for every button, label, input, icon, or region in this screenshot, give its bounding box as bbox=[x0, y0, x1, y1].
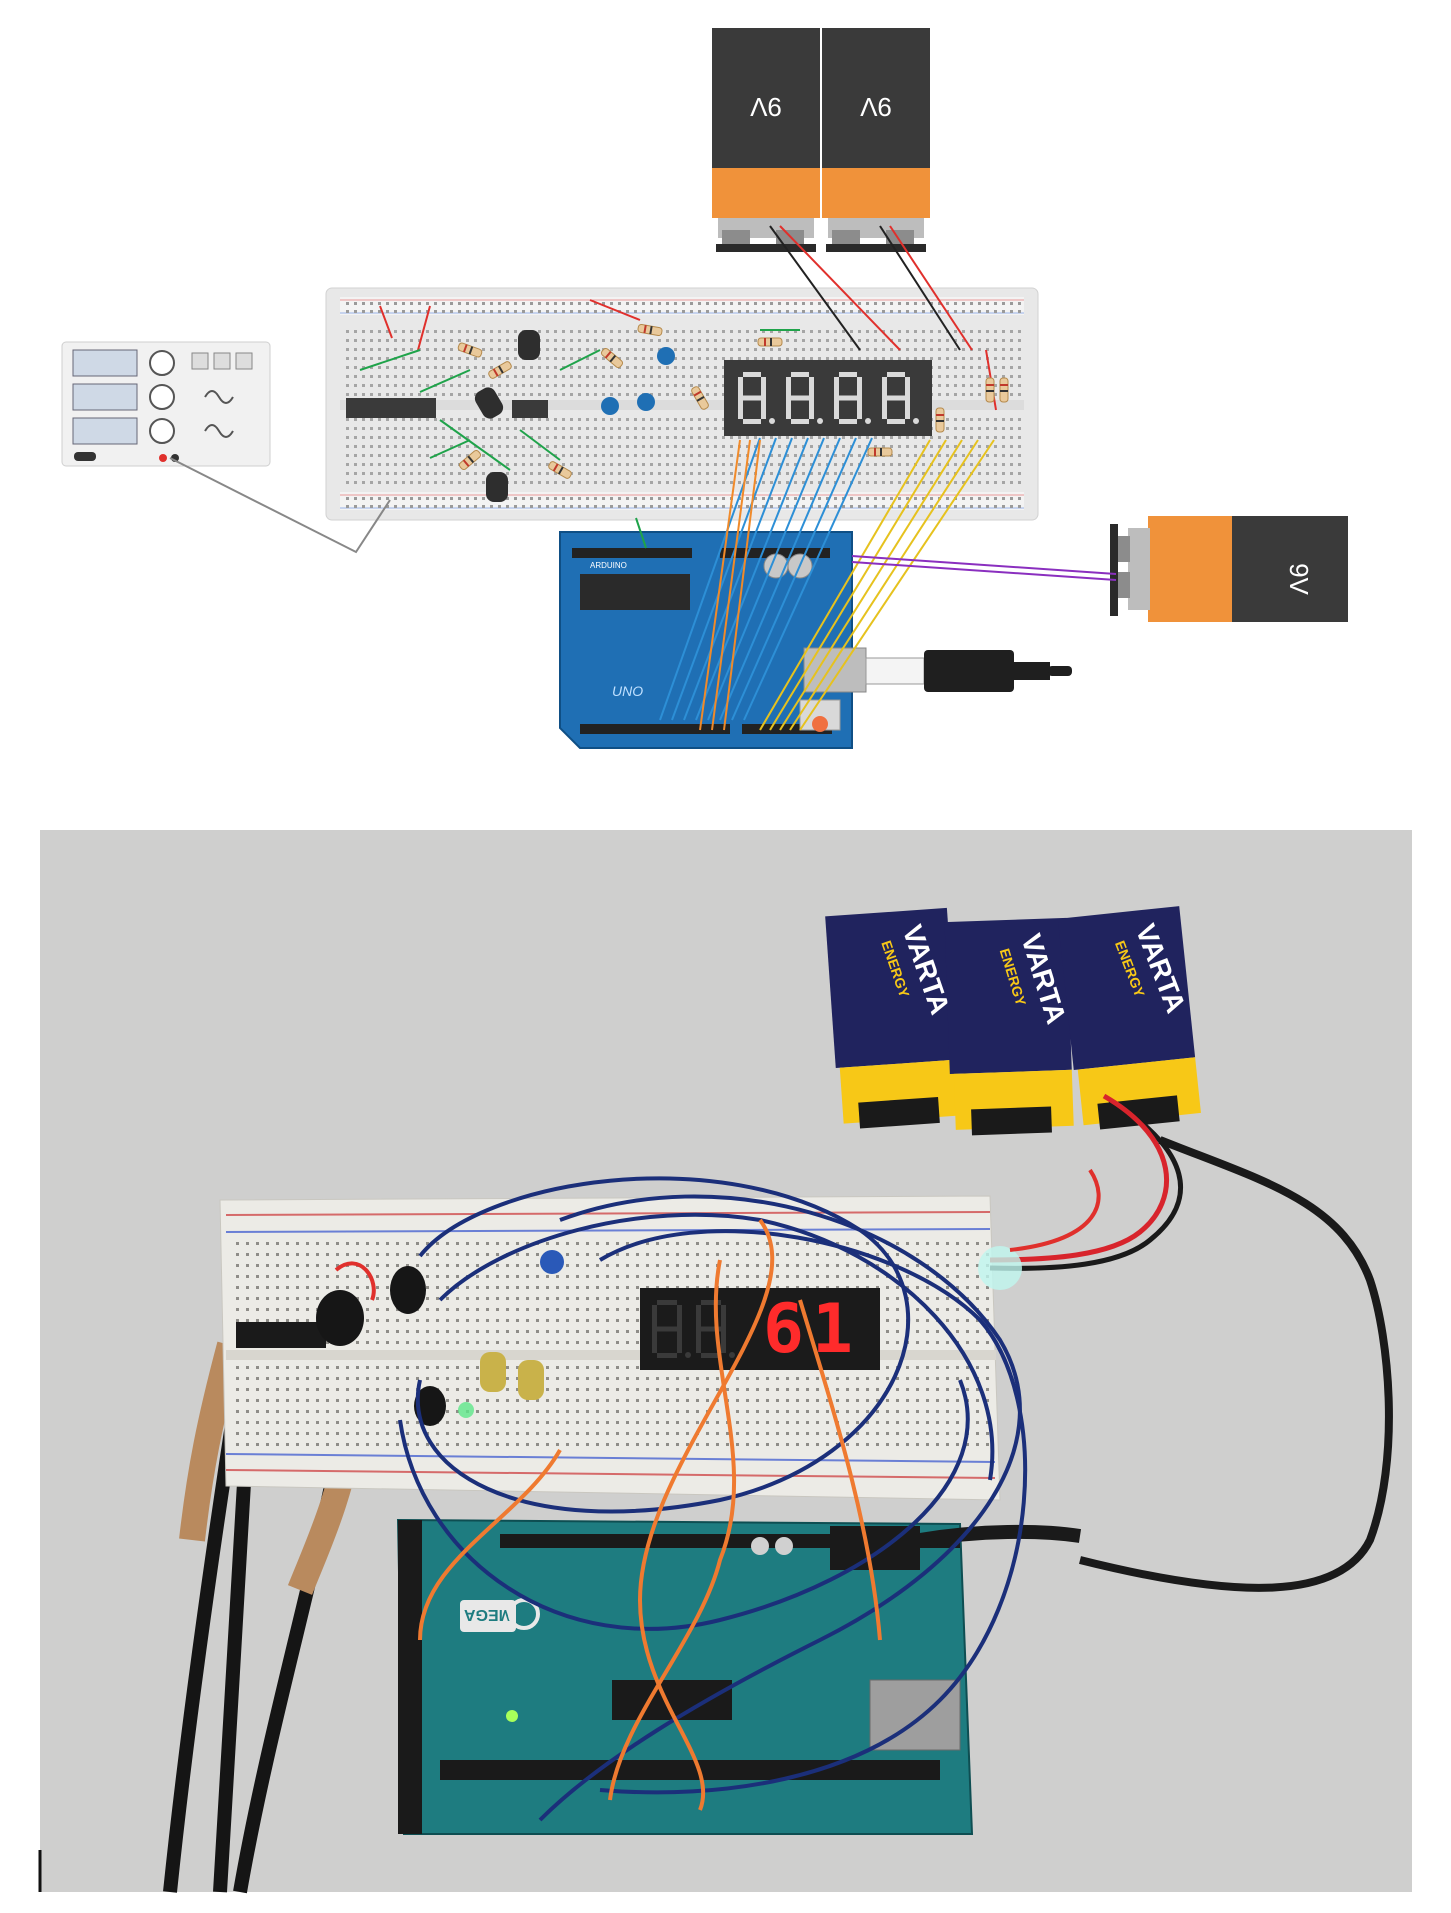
wire bbox=[169, 457, 391, 554]
battery-cable bbox=[989, 1093, 1393, 1592]
arduino-header-text: ARDUINO bbox=[590, 561, 627, 570]
battery-label: 9V bbox=[1284, 563, 1314, 595]
resistor bbox=[548, 461, 572, 479]
battery-9v-top-left: 9V bbox=[712, 28, 820, 252]
wire bbox=[719, 437, 841, 721]
wire bbox=[707, 437, 825, 721]
ic-chip-1 bbox=[346, 398, 436, 418]
jumper-wire-blue bbox=[538, 1194, 1022, 1822]
wire bbox=[851, 555, 1117, 575]
wire bbox=[743, 437, 873, 721]
resistor bbox=[458, 449, 482, 471]
seven-segment-digit bbox=[882, 372, 919, 424]
simulation-wires bbox=[169, 225, 1117, 731]
electrolytic-capacitors bbox=[474, 330, 540, 502]
resistor bbox=[985, 377, 995, 403]
wire bbox=[419, 369, 471, 393]
simulation-resistors bbox=[457, 323, 1009, 479]
battery-9v-top-right: 9V bbox=[822, 28, 930, 252]
mega-label: MEGA bbox=[464, 1606, 512, 1623]
resistor bbox=[757, 337, 783, 347]
battery-label: 9V bbox=[749, 92, 781, 122]
jumper-wire-blue bbox=[598, 1229, 1028, 1795]
wire bbox=[769, 439, 947, 731]
jumper-wire-orange bbox=[418, 1449, 562, 1641]
ceramic-capacitors bbox=[601, 347, 675, 415]
photo-components bbox=[236, 1246, 1022, 1722]
wire bbox=[769, 225, 861, 351]
wire bbox=[439, 419, 511, 471]
photo-seven-segment: 61 bbox=[640, 1288, 880, 1370]
wire bbox=[417, 305, 431, 351]
resistor bbox=[691, 386, 709, 410]
seven-segment-digit bbox=[834, 372, 871, 424]
resistor bbox=[488, 361, 512, 379]
resistor bbox=[999, 377, 1009, 403]
wire bbox=[779, 225, 901, 351]
seven-segment-digit-off bbox=[696, 1300, 735, 1358]
jumper-wire-red bbox=[334, 1261, 376, 1301]
jumper-wire-blue bbox=[416, 1176, 911, 1514]
display-value: 61 bbox=[763, 1290, 861, 1369]
wire bbox=[359, 349, 421, 371]
wire bbox=[723, 439, 761, 731]
wire bbox=[879, 225, 961, 351]
wire bbox=[779, 439, 963, 731]
ic-chip-2 bbox=[512, 400, 548, 418]
wire bbox=[559, 349, 601, 371]
jumper-wire-orange bbox=[798, 1299, 882, 1641]
wire bbox=[695, 437, 809, 721]
wire bbox=[379, 305, 393, 339]
wire bbox=[711, 439, 751, 731]
resistor bbox=[637, 323, 663, 337]
wire bbox=[731, 437, 857, 721]
wire bbox=[799, 439, 995, 731]
arduino-uno: ARDUINO UNO bbox=[559, 531, 1072, 749]
battery-9v-right: 9V bbox=[1110, 516, 1348, 622]
function-generator bbox=[61, 341, 271, 467]
wire bbox=[635, 517, 647, 549]
seven-segment-digit bbox=[738, 372, 775, 424]
photo-jumper-wires bbox=[334, 1168, 1101, 1822]
seven-segment-digit-off bbox=[652, 1300, 691, 1358]
jumper-wire-orange bbox=[608, 1259, 737, 1801]
battery-label: 9V bbox=[859, 92, 891, 122]
jumper-wire-blue bbox=[398, 1379, 970, 1631]
wire bbox=[683, 437, 793, 721]
wire bbox=[671, 437, 777, 721]
wire bbox=[759, 439, 931, 731]
resistor bbox=[600, 347, 624, 369]
seven-segment-display bbox=[724, 360, 932, 436]
resistor bbox=[935, 407, 945, 433]
wire bbox=[429, 439, 471, 459]
resistor bbox=[867, 447, 893, 457]
wire bbox=[699, 439, 741, 731]
jumper-wire-orange bbox=[637, 1218, 775, 1811]
photo-arduino-mega: MEGA bbox=[396, 1518, 1082, 1835]
jumper-wire-red bbox=[1009, 1168, 1101, 1252]
wire bbox=[789, 439, 979, 731]
circuit-simulation-panel: 9V 9V 9V bbox=[61, 28, 1348, 749]
wire bbox=[519, 429, 561, 461]
seven-segment-digits bbox=[738, 372, 919, 424]
wire bbox=[589, 299, 641, 321]
wire bbox=[889, 225, 973, 351]
wire bbox=[851, 561, 1117, 581]
seven-segment-digit bbox=[786, 372, 823, 424]
arduino-board-text: UNO bbox=[612, 683, 643, 699]
resistor bbox=[457, 342, 483, 358]
